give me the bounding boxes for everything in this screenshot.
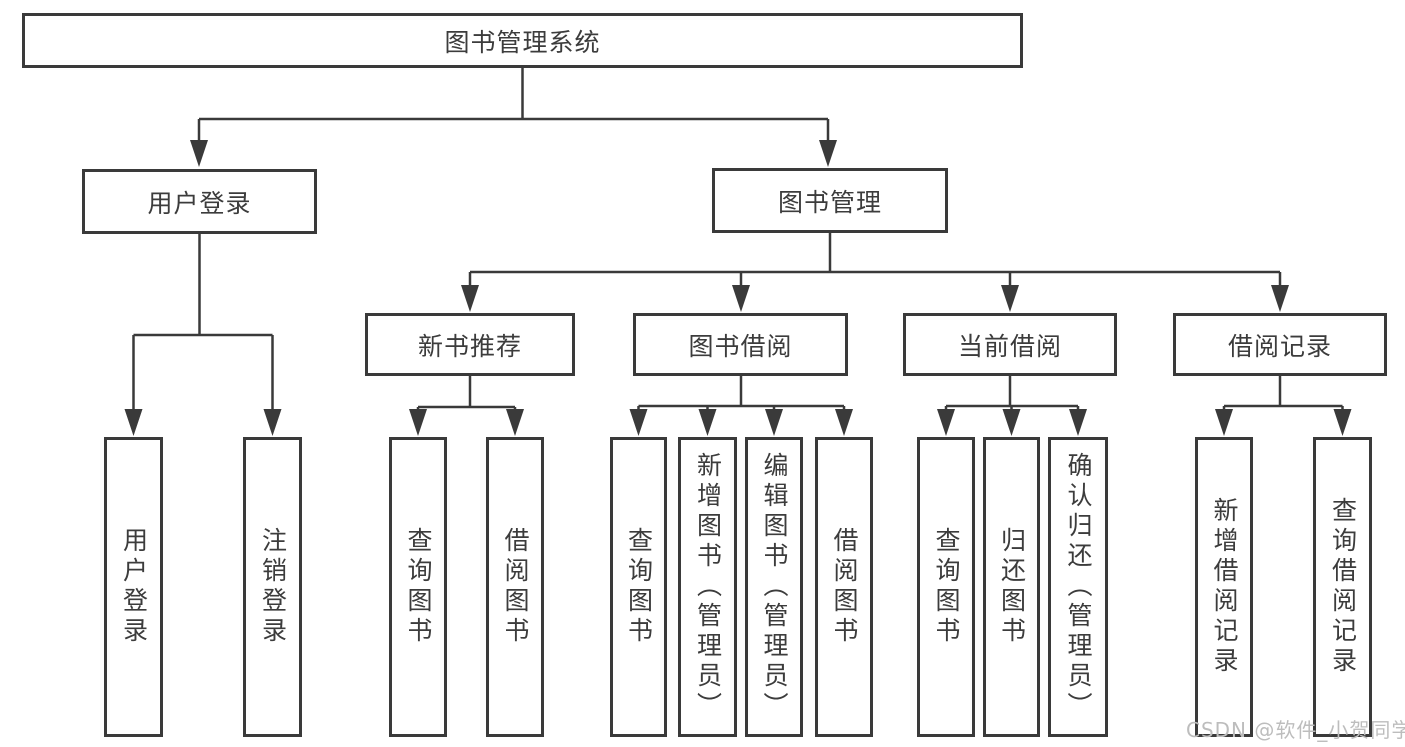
edge-root-to-level2 [197,68,830,145]
leaf-borrow-books-recommend: 借阅图书 [486,437,544,737]
node-book-management: 图书管理 [712,168,948,233]
node-current-borrowing: 当前借阅 [903,313,1117,376]
node-new-book-recommendation: 新书推荐 [365,313,575,376]
edge-userlogin-group [132,234,274,413]
edge-current-group [944,375,1080,414]
leaf-query-books-recommend: 查询图书 [389,437,447,737]
leaf-query-books-borrowing: 查询图书 [610,437,667,737]
node-user-login: 用户登录 [82,169,317,234]
leaf-return-books: 归还图书 [983,437,1040,737]
leaf-add-book-admin: 新增图书（管理员） [678,437,737,737]
edge-borrowing-group [637,375,846,414]
edge-newbook-group [416,375,517,414]
watermark: CSDN @软件_小贺同学 [1186,718,1405,742]
node-library-system: 图书管理系统 [22,13,1023,68]
leaf-query-books-current: 查询图书 [917,437,975,737]
arrowheads [124,140,1352,436]
leaf-add-borrow-record: 新增借阅记录 [1195,437,1253,737]
leaf-borrow-books-borrowing: 借阅图书 [815,437,873,737]
leaf-logout: 注销登录 [243,437,302,737]
edge-bookmgmt-to-level3 [468,232,1282,290]
leaf-edit-book-admin: 编辑图书（管理员） [745,437,803,737]
leaf-confirm-return-admin: 确认归还（管理员） [1048,437,1108,737]
node-book-borrowing: 图书借阅 [633,313,848,376]
leaf-query-borrow-record: 查询借阅记录 [1313,437,1372,737]
edge-records-group [1222,375,1344,414]
leaf-user-login: 用户登录 [104,437,163,737]
node-borrowing-records: 借阅记录 [1173,313,1387,376]
